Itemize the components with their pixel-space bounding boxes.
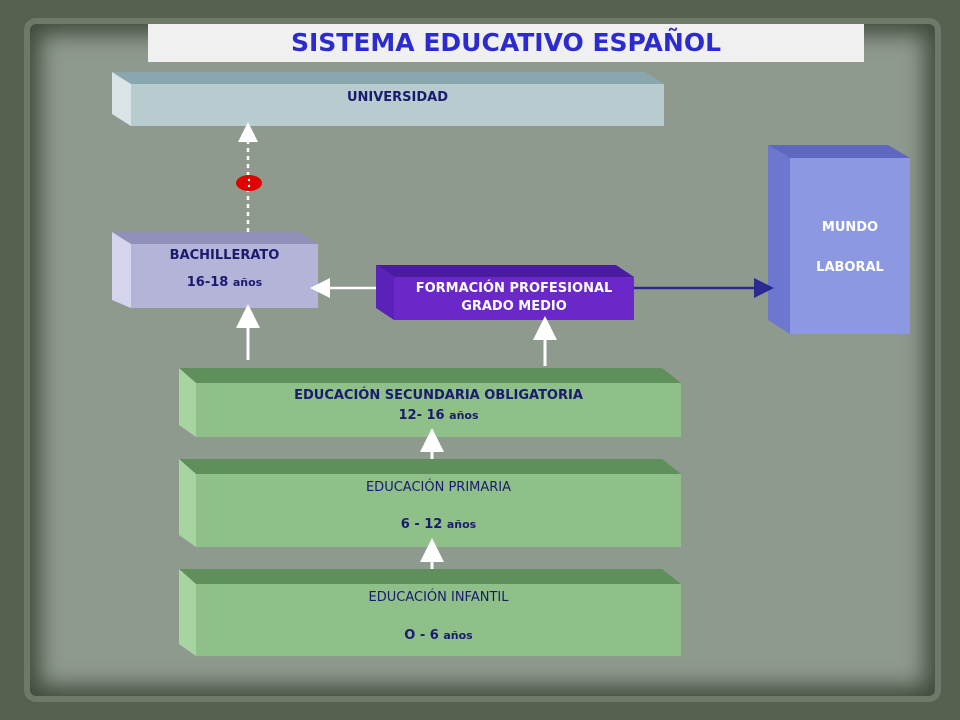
eso-age-unit: años xyxy=(449,409,479,422)
infantil-age-unit: años xyxy=(443,629,473,642)
mundo-laboral-line2: LABORAL xyxy=(816,260,884,275)
fp-block xyxy=(376,265,634,320)
title-bar xyxy=(148,24,864,62)
infantil-age-value: O - 6 xyxy=(404,628,439,643)
primaria-age: 6 - 12 años xyxy=(196,517,681,532)
infantil-label: EDUCACIÓN INFANTIL xyxy=(368,590,509,605)
universidad-label: UNIVERSIDAD xyxy=(346,90,449,105)
eso-label: EDUCACIÓN SECUNDARIA OBLIGATORIA xyxy=(294,388,583,403)
bachillerato-age: 16-18 años xyxy=(131,275,318,290)
bachillerato-age-value: 16-18 xyxy=(186,275,229,290)
fp-label-line2: GRADO MEDIO xyxy=(461,299,567,314)
bachillerato-block xyxy=(112,232,318,308)
bachillerato-age-unit: años xyxy=(232,276,263,289)
mundo-laboral-line1: MUNDO xyxy=(821,220,879,235)
eso-age-value: 12- 16 xyxy=(398,408,445,423)
primaria-age-unit: años xyxy=(446,518,477,531)
mundo-laboral-block xyxy=(768,145,910,334)
infantil-age: O - 6 años xyxy=(196,628,681,643)
infantil-block xyxy=(179,569,681,656)
bachillerato-label: BACHILLERATO xyxy=(169,248,280,263)
fp-label-line1: FORMACIÓN PROFESIONAL xyxy=(415,281,613,296)
eso-block xyxy=(179,368,681,437)
primaria-block xyxy=(179,459,681,547)
universidad-block xyxy=(112,72,664,126)
eso-age: 12- 16 años xyxy=(196,408,681,423)
red-mark-icon xyxy=(236,175,262,191)
primaria-label: EDUCACIÓN PRIMARIA xyxy=(365,480,512,495)
page-title: SISTEMA EDUCATIVO ESPAÑOL xyxy=(290,28,722,57)
primaria-age-value: 6 - 12 xyxy=(400,517,443,532)
